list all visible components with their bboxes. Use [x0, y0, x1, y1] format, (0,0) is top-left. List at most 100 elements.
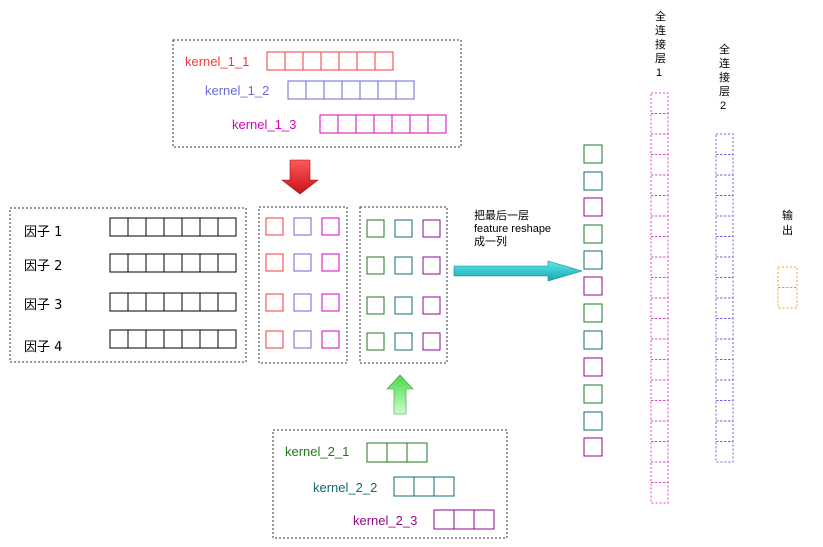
fc2-cell — [715, 236, 734, 258]
fc2-cell — [715, 133, 734, 155]
kernel-cell — [284, 51, 304, 71]
kernel-cell — [287, 80, 307, 100]
fc1-cell — [650, 92, 669, 114]
factor-cell — [145, 217, 165, 237]
kernel-2-3-label: kernel_2_3 — [353, 513, 417, 528]
conv1-cell — [293, 253, 312, 272]
kernel-1-1-label: kernel_1_1 — [185, 54, 249, 69]
kernel-cell — [433, 509, 455, 530]
conv1-cell — [265, 330, 284, 349]
fc1-title: 全 连 接 层 1 — [655, 9, 666, 79]
factor-cell — [217, 292, 237, 312]
factor-cell — [163, 217, 183, 237]
factor-cell — [109, 292, 129, 312]
fc1-cell — [650, 482, 669, 504]
fc1-char-5: 1 — [656, 67, 662, 79]
factor-cell — [163, 329, 183, 349]
kernel-cell — [427, 114, 447, 134]
kernel-2-2-label: kernel_2_2 — [313, 480, 377, 495]
factor-cell — [199, 217, 219, 237]
fc1-cell — [650, 420, 669, 442]
kernel-cell — [413, 476, 435, 497]
conv2-cell — [366, 296, 385, 315]
conv2-output-cells — [366, 219, 441, 351]
factor-cells — [109, 217, 237, 349]
conv1-cell — [321, 330, 340, 349]
fc1-char-2: 连 — [655, 24, 666, 37]
conv2-cell — [422, 296, 441, 315]
fc2-cell — [715, 400, 734, 422]
output-cells — [777, 266, 798, 309]
kernel-cell — [337, 114, 357, 134]
fc1-cell — [650, 174, 669, 196]
conv1-cell — [321, 253, 340, 272]
conv2-output-group — [359, 206, 448, 364]
kernel-2-1-label: kernel_2_1 — [285, 444, 349, 459]
fc1-cell — [650, 318, 669, 340]
output-title: 输 出 — [782, 208, 793, 237]
kernel-cell — [391, 114, 411, 134]
output-cell — [777, 266, 798, 288]
fc1-cell — [650, 338, 669, 360]
fc1-cell — [650, 113, 669, 135]
fc1-cell — [650, 441, 669, 463]
conv1-cell — [293, 217, 312, 236]
kernel-cell — [373, 114, 393, 134]
factor-cell — [217, 329, 237, 349]
kernel-cell — [409, 114, 429, 134]
flatten-note-line-3: 成一列 — [474, 234, 507, 248]
fc2-cell — [715, 338, 734, 360]
fc2-char-2: 连 — [719, 57, 730, 70]
conv2-cell — [394, 256, 413, 275]
fc2-char-1: 全 — [719, 42, 730, 56]
factor-1-label: 因子 1 — [24, 225, 62, 240]
kernel-cell — [302, 51, 322, 71]
conv2-cell — [422, 219, 441, 238]
fc2-cells — [715, 133, 734, 463]
fc2-cell — [715, 195, 734, 217]
factor-2-label: 因子 2 — [24, 259, 62, 274]
factor-cell — [145, 329, 165, 349]
kernel-1-group — [172, 39, 462, 148]
factor-cell — [109, 329, 129, 349]
flattened-cell — [583, 357, 603, 377]
kernel-cell — [323, 80, 343, 100]
fc1-cell — [650, 379, 669, 401]
kernel-2-2-cells — [393, 476, 455, 497]
kernel-1-3-cells — [319, 114, 447, 134]
fc1-cell — [650, 297, 669, 319]
factor-cell — [109, 217, 129, 237]
conv2-cell — [394, 296, 413, 315]
kernel-cell — [473, 509, 495, 530]
kernel-cell — [355, 114, 375, 134]
conv2-cell — [394, 332, 413, 351]
conv2-cell — [422, 256, 441, 275]
factor-cell — [199, 292, 219, 312]
fc2-cell — [715, 297, 734, 319]
conv2-cell — [366, 332, 385, 351]
kernel-cell — [338, 51, 358, 71]
fc2-char-4: 层 — [719, 85, 730, 98]
flatten-note-line-1: 把最后一层 — [474, 208, 529, 222]
down-arrow-icon — [281, 159, 319, 195]
fc2-cell — [715, 174, 734, 196]
conv1-cell — [265, 217, 284, 236]
fc1-char-3: 接 — [655, 38, 666, 51]
conv2-cell — [422, 332, 441, 351]
flattened-cell — [583, 330, 603, 350]
fc1-cell — [650, 359, 669, 381]
kernel-cell — [406, 442, 428, 463]
kernel-cell — [305, 80, 325, 100]
kernel-cell — [433, 476, 455, 497]
conv1-output-group — [258, 206, 348, 364]
factor-cell — [217, 217, 237, 237]
conv2-cell — [366, 219, 385, 238]
fc1-cell — [650, 461, 669, 483]
factor-4-label: 因子 4 — [24, 340, 62, 355]
kernel-1-1-cells — [266, 51, 394, 71]
output-char-2: 出 — [782, 223, 793, 237]
fc2-cell — [715, 318, 734, 340]
fc2-cell — [715, 277, 734, 299]
factor-cell — [199, 329, 219, 349]
